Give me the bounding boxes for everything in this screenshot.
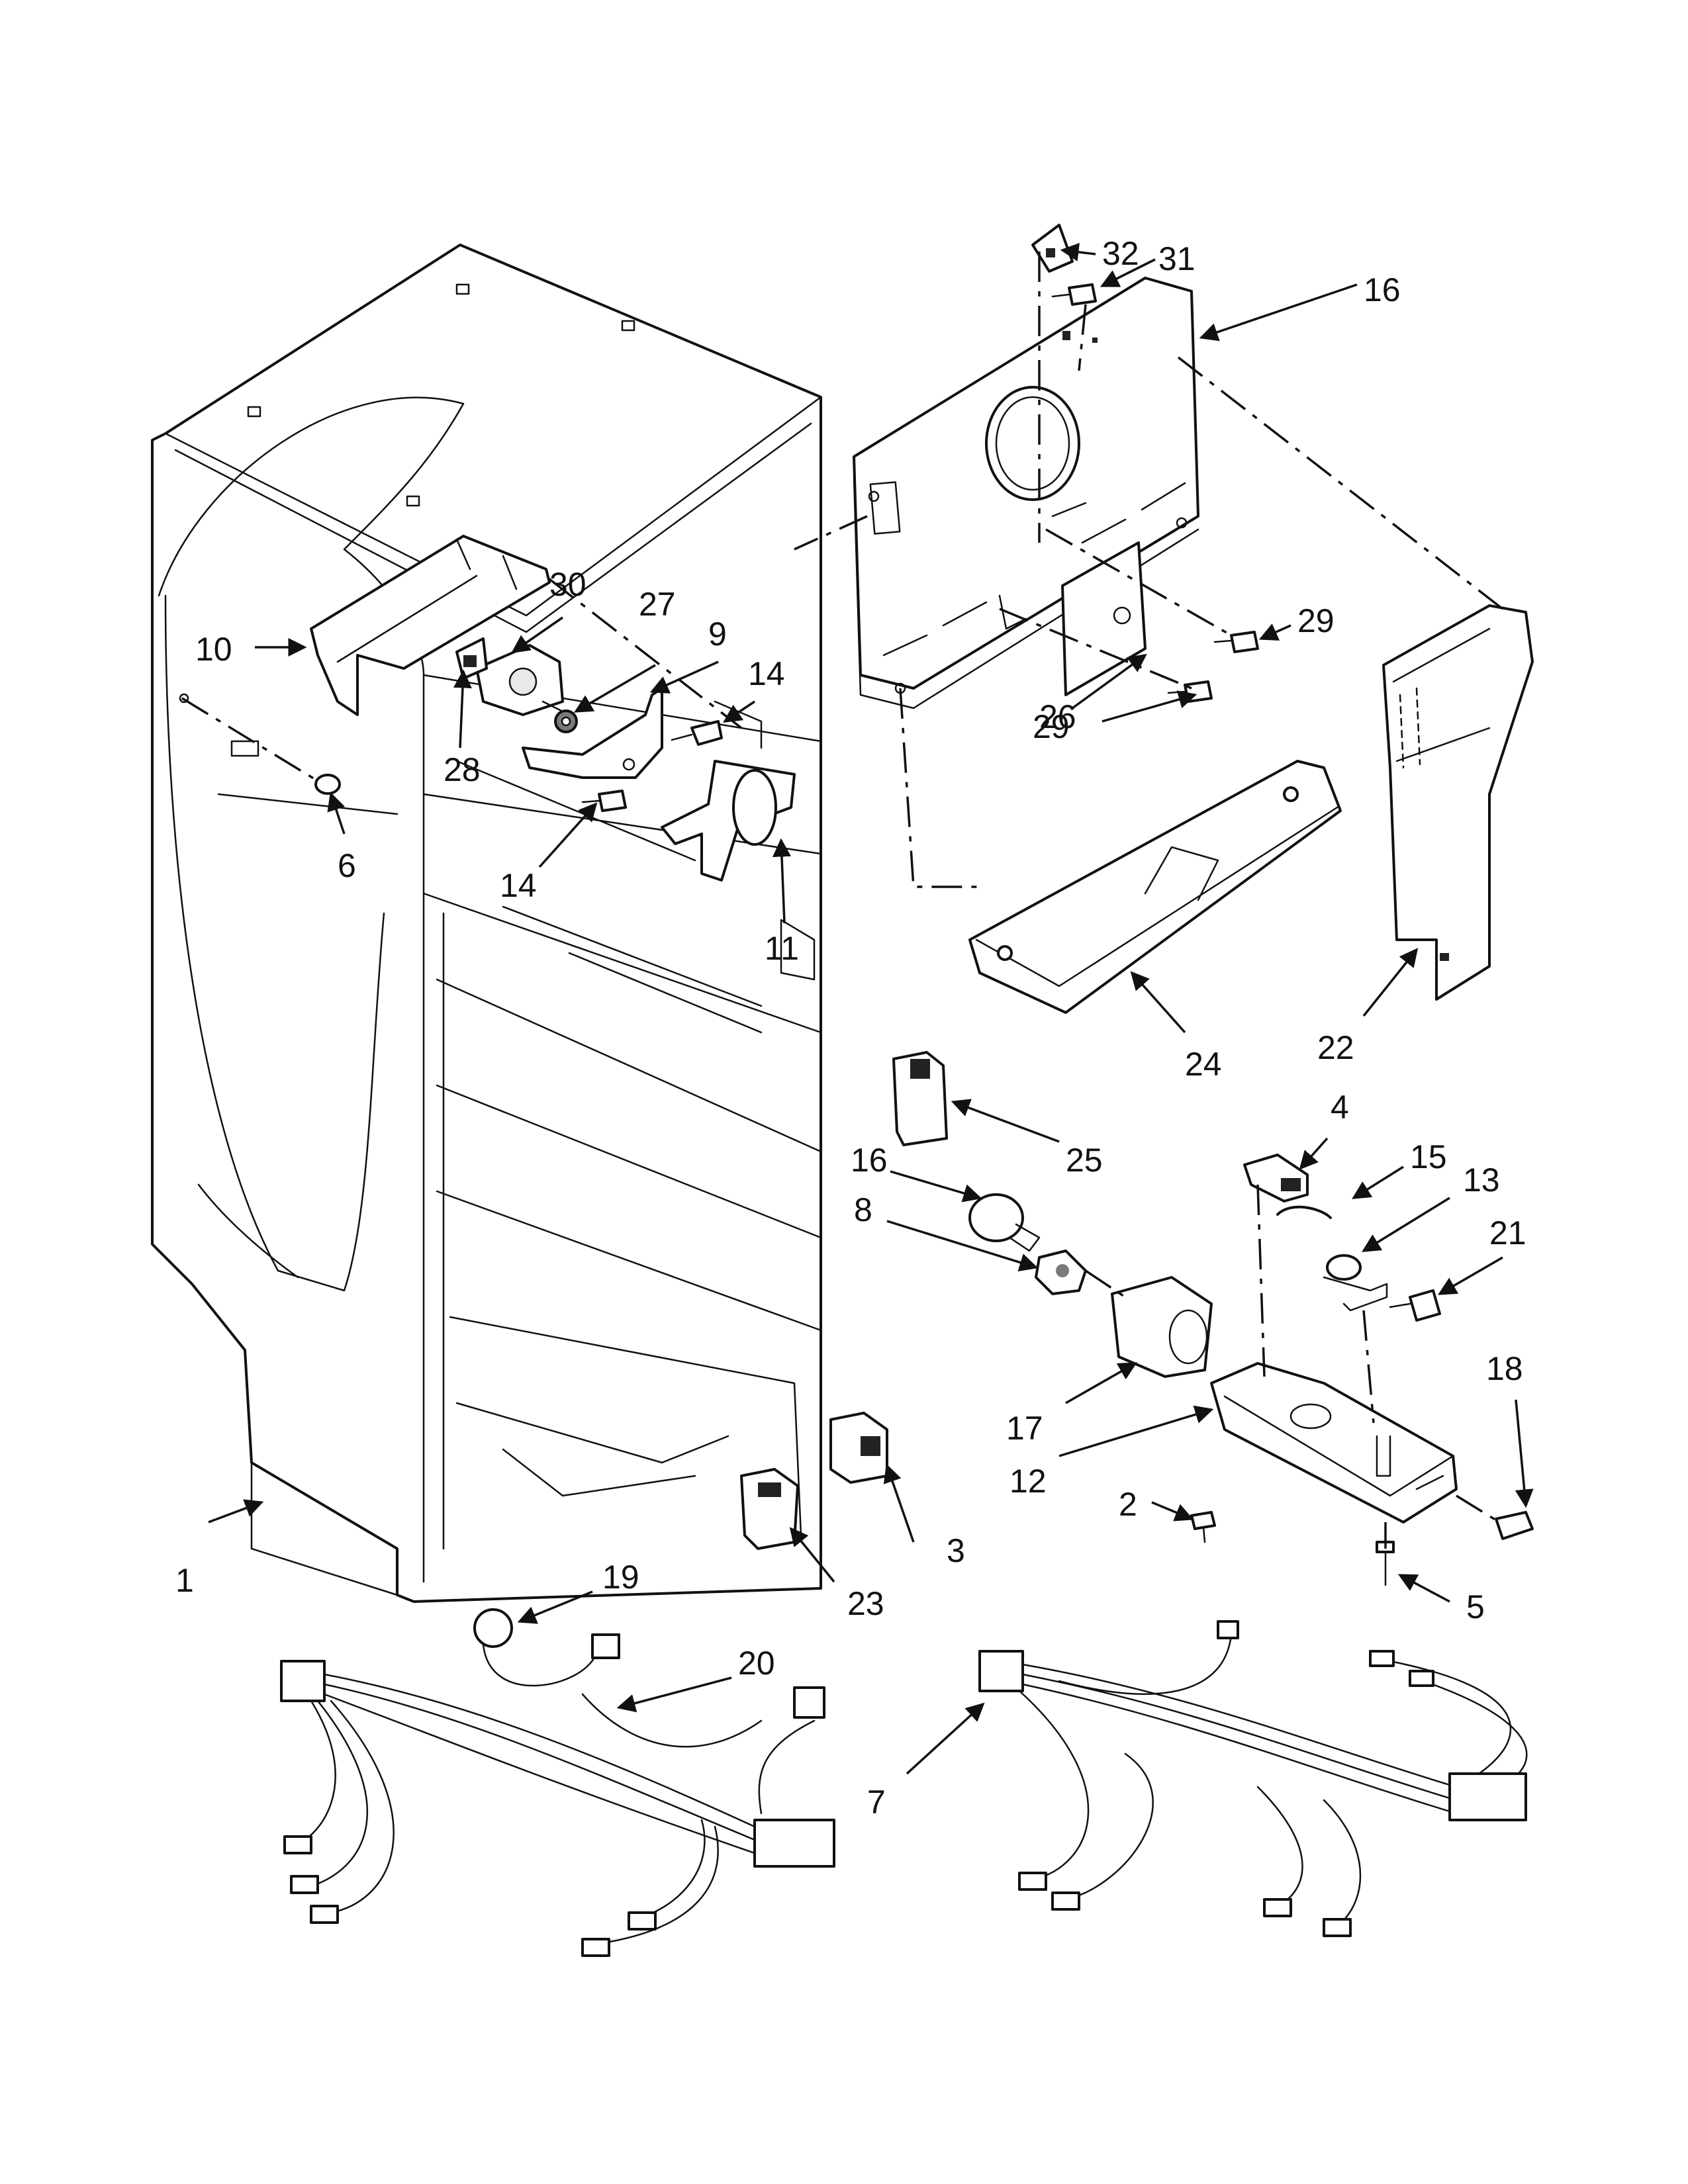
callout-7: 7 <box>867 1784 886 1821</box>
plug-6 <box>314 774 341 795</box>
cabinet-liner <box>151 244 822 1603</box>
control-housing-12 <box>1210 1362 1458 1524</box>
callout-1: 1 <box>175 1562 194 1599</box>
callout-32: 32 <box>1102 235 1139 272</box>
callout-13: 13 <box>1463 1161 1500 1199</box>
callout-21: 20 <box>738 1645 775 1682</box>
socket-8 <box>1035 1250 1087 1295</box>
sensor-20 <box>473 1608 763 1748</box>
fan-blade-11 <box>661 760 796 882</box>
cover-23 <box>1382 604 1534 1001</box>
callout-22: 21 <box>1489 1214 1526 1251</box>
switch-24 <box>740 1468 799 1550</box>
wire-15 <box>1276 1205 1332 1219</box>
callout-18: 17 <box>1006 1410 1043 1447</box>
baffle-25 <box>968 760 1342 1014</box>
wire-harness-7 <box>978 1620 1528 1937</box>
callout-15: 15 <box>1410 1138 1447 1175</box>
screw-29-lower <box>1167 680 1213 703</box>
screw-2 <box>1190 1511 1216 1543</box>
callout-5: 5 <box>1466 1588 1485 1625</box>
light-bulb-17 <box>968 1193 1041 1252</box>
wire-harness-21 <box>280 1660 835 1957</box>
callout-26: 25 <box>1066 1142 1103 1179</box>
bracket-10 <box>310 535 551 716</box>
thermostat-30 <box>475 644 571 716</box>
callout-29-upper: 29 <box>1297 602 1335 639</box>
switch-26 <box>892 1051 948 1146</box>
relay-3 <box>829 1412 888 1484</box>
callout-6: 6 <box>338 847 356 884</box>
callout-27: 26 <box>1039 698 1076 735</box>
thermostat-13 <box>1323 1254 1388 1312</box>
screw-14-upper <box>671 720 723 746</box>
callout-14-upper: 14 <box>748 655 785 692</box>
callout-31: 31 <box>1158 240 1196 277</box>
panel-27 <box>1061 541 1147 696</box>
screw-29-upper <box>1213 631 1259 653</box>
connector-19 <box>1495 1511 1534 1540</box>
light-shield-18 <box>1111 1276 1213 1378</box>
callout-23: 22 <box>1317 1029 1354 1066</box>
assembly-lines <box>181 251 1504 1549</box>
screw-14-lower <box>581 790 627 812</box>
fan-bracket-9 <box>522 687 663 779</box>
bushing-28 <box>554 709 578 733</box>
knob-22 <box>1389 1289 1441 1322</box>
callout-10: 10 <box>195 631 232 668</box>
knob-28 <box>455 637 488 680</box>
leader-arrows <box>208 243 1534 1775</box>
screw-31 <box>1051 283 1097 306</box>
callout-9: 9 <box>708 615 727 653</box>
defrost-timer-4 <box>1243 1154 1309 1203</box>
evaporator-cover-16 <box>853 277 1199 709</box>
callout-16: 16 <box>1364 271 1401 308</box>
callout-12: 12 <box>1009 1463 1047 1500</box>
callout-2: 2 <box>1119 1486 1137 1523</box>
callout-29-lower: 29 <box>1033 708 1070 745</box>
callout-20: 19 <box>602 1559 639 1596</box>
callout-4: 4 <box>1331 1089 1349 1126</box>
callout-14-lower: 14 <box>500 867 537 904</box>
callout-25: 24 <box>1185 1046 1222 1083</box>
callout-24: 23 <box>847 1585 884 1622</box>
callout-labels: 32 31 16 29 26 29 10 30 27 9 14 28 6 14 … <box>175 235 1526 1821</box>
callout-30: 30 <box>549 566 586 603</box>
callout-28-upper: 27 <box>639 586 676 623</box>
callout-3: 3 <box>947 1532 965 1569</box>
callout-19: 18 <box>1486 1350 1523 1387</box>
callout-8: 8 <box>854 1191 872 1228</box>
callout-17: 16 <box>851 1142 888 1179</box>
callout-11: 11 <box>765 930 799 967</box>
callout-28-lower: 28 <box>444 751 481 788</box>
